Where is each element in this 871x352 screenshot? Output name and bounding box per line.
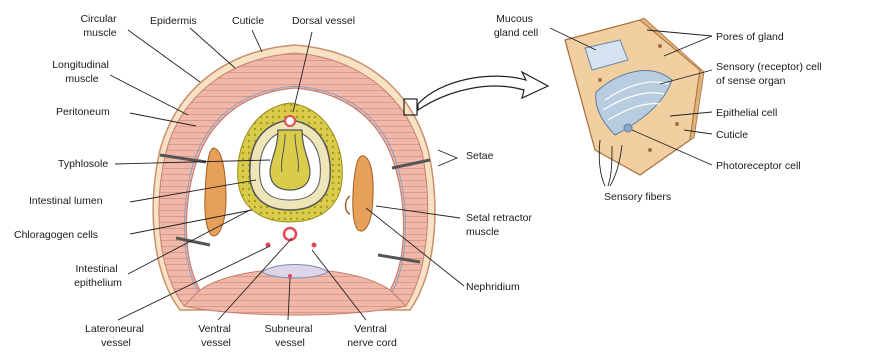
label-nephridium: Nephridium bbox=[466, 281, 520, 293]
label-longitudinal-muscle: Longitudinal muscle bbox=[52, 59, 112, 85]
epithelial-cell-nucleus-1 bbox=[658, 44, 662, 48]
label-chloragogen-cells: Chloragogen cells bbox=[14, 229, 98, 241]
label-setal-retractor-muscle: Setal retractor muscle bbox=[466, 212, 535, 238]
label-sensory-fibers: Sensory fibers bbox=[604, 191, 671, 203]
label-intestinal-lumen: Intestinal lumen bbox=[29, 195, 103, 207]
label-typhlosole: Typhlosole bbox=[58, 158, 108, 170]
label-cuticle-detail: Cuticle bbox=[716, 129, 748, 141]
label-photoreceptor-cell: Photoreceptor cell bbox=[716, 160, 801, 172]
photoreceptor-cell-shape bbox=[624, 124, 632, 132]
label-lateroneural-vessel: Lateroneural vessel bbox=[85, 323, 147, 349]
label-setae: Setae bbox=[466, 150, 494, 162]
epithelial-cell-nucleus-3 bbox=[648, 148, 652, 152]
label-cuticle: Cuticle bbox=[232, 15, 264, 27]
subneural-vessel bbox=[288, 274, 292, 278]
label-subneural-vessel: Subneural vessel bbox=[265, 323, 316, 349]
label-pores-of-gland: Pores of gland bbox=[716, 31, 784, 43]
label-peritoneum: Peritoneum bbox=[56, 106, 110, 118]
epithelial-cell-nucleus-4 bbox=[598, 78, 602, 82]
label-sensory-receptor-cell: Sensory (receptor) cell of sense organ bbox=[716, 61, 825, 87]
label-circular-muscle: Circular muscle bbox=[80, 13, 119, 39]
label-mucous-gland-cell: Mucous gland cell bbox=[494, 13, 538, 39]
sense-organ-detail bbox=[565, 18, 704, 186]
label-epidermis: Epidermis bbox=[150, 15, 197, 27]
ventral-vessel bbox=[284, 228, 296, 240]
label-ventral-vessel: Ventral vessel bbox=[198, 323, 234, 349]
label-intestinal-epithelium: Intestinal epithelium bbox=[74, 263, 122, 289]
label-dorsal-vessel: Dorsal vessel bbox=[292, 15, 355, 27]
dorsal-vessel bbox=[285, 116, 295, 126]
nephridium-right bbox=[353, 156, 373, 231]
magnify-arrow bbox=[418, 72, 548, 110]
label-epithelial-cell: Epithelial cell bbox=[716, 107, 777, 119]
label-ventral-nerve-cord: Ventral nerve cord bbox=[347, 323, 397, 349]
lateroneural-vessel-right bbox=[312, 243, 317, 248]
epithelial-cell-nucleus-2 bbox=[675, 122, 679, 126]
